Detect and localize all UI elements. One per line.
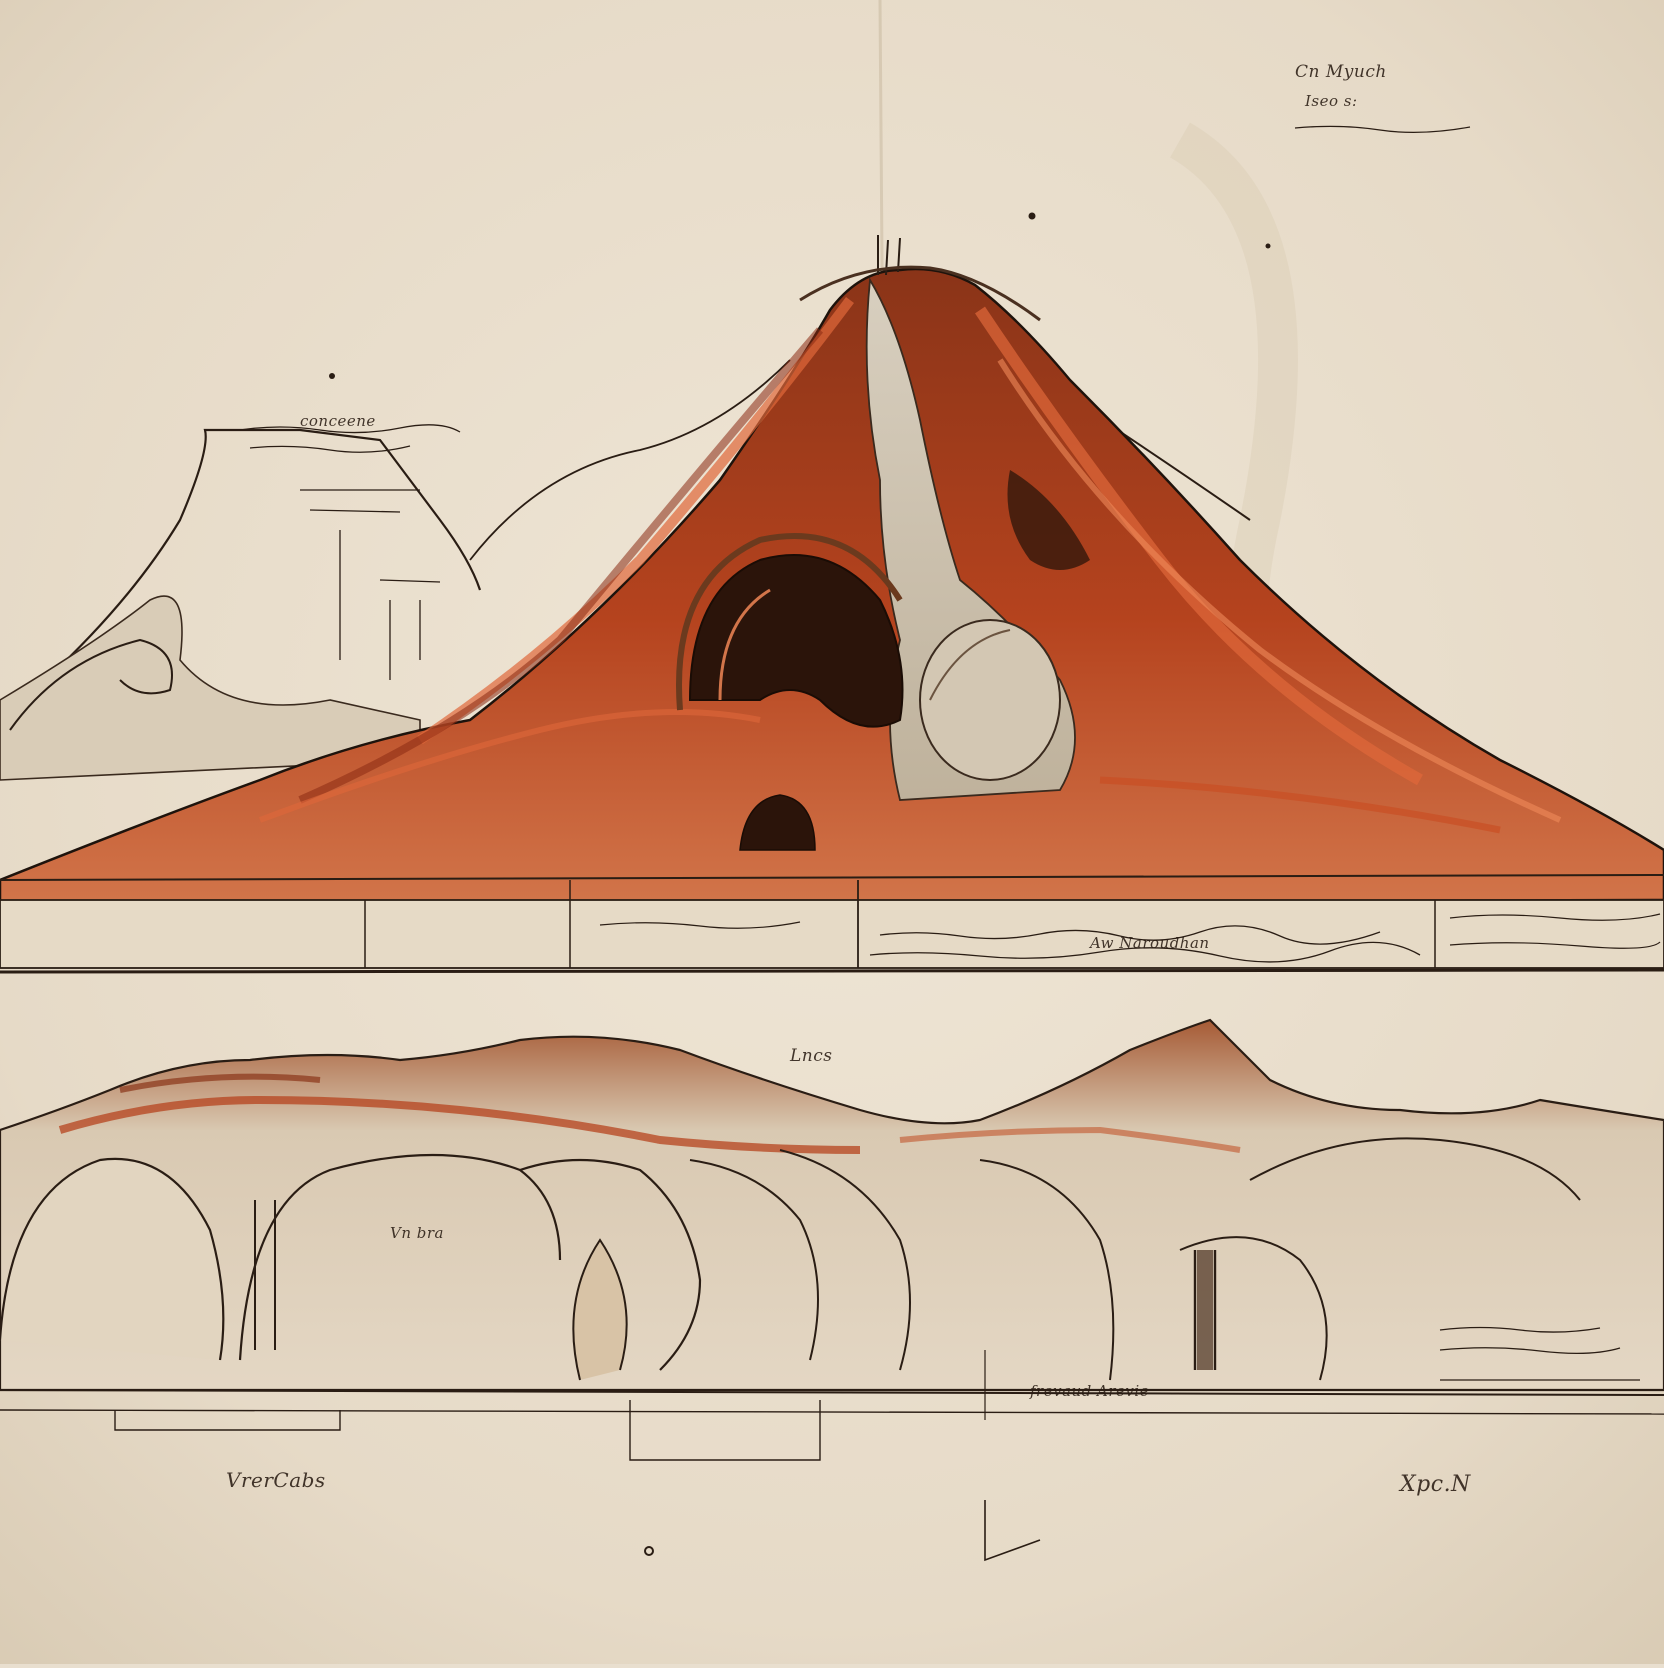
chamber-rim-inner (718, 588, 771, 701)
ink-dot (1265, 243, 1271, 249)
left-hill-outline (0, 428, 482, 721)
lava-streak (1099, 776, 1501, 834)
label-bottom-right: Xpc.N (1400, 1472, 1471, 1497)
label-lower-left: Vn bra (390, 1224, 444, 1242)
lower-section-top (0, 1018, 1664, 1392)
label-lower-right-caption: frevaud Arevie (1030, 1382, 1150, 1400)
label-top-right-1: Cn Myuch (1295, 62, 1387, 82)
strip-scribble (879, 925, 1381, 945)
lower-baseline (0, 1409, 1664, 1415)
lava-streak (298, 327, 824, 804)
arch (572, 1238, 628, 1381)
label-lower-mid: Lncs (790, 1046, 833, 1066)
left-rock-curl (9, 638, 173, 731)
small-cave (739, 794, 816, 851)
arch-pillar (254, 1200, 276, 1350)
top-right-scribble (1294, 125, 1471, 133)
arch (1179, 1236, 1328, 1381)
lower-lava-band (119, 1073, 321, 1093)
bracket (984, 1500, 1041, 1562)
bracket (114, 1410, 341, 1431)
label-strip-caption: Aw Naroudhan (1090, 934, 1210, 952)
lower-baseline (0, 1389, 1664, 1396)
arch (779, 1149, 911, 1371)
label-top-right-2: Iseo s: (1305, 92, 1358, 110)
ink-dot (329, 373, 335, 379)
strip-bottom (0, 968, 1664, 974)
strip-scribble (1449, 913, 1661, 921)
bracket (629, 1400, 821, 1461)
arch (1249, 1137, 1581, 1201)
summit-crust (799, 265, 1041, 322)
right-scribble (1439, 1347, 1621, 1355)
arch (0, 1157, 225, 1361)
left-hill-fill (0, 595, 421, 781)
chamber-rim (676, 533, 903, 711)
core-boulder (919, 619, 1061, 781)
lava-streak (258, 709, 761, 823)
dark-pillar (1197, 1250, 1213, 1370)
ink-dot (644, 1546, 654, 1556)
annotation-strip (0, 899, 1664, 969)
strip-scribble (869, 941, 1421, 963)
arch (979, 1159, 1115, 1381)
lower-lava-band (899, 1126, 1241, 1153)
label-bottom-left: VrerCabs (226, 1468, 326, 1492)
left-sketch-frame (300, 489, 441, 680)
strata-line (0, 874, 1664, 881)
arch (238, 1153, 562, 1361)
strip-scribble (599, 921, 801, 929)
label-left-caption: conceene (300, 412, 376, 430)
magma-chamber (688, 554, 904, 728)
core-boulder-shade (929, 629, 1011, 701)
strip-scribble (1449, 941, 1661, 949)
right-scribble (1439, 1326, 1601, 1333)
arch (519, 1158, 702, 1371)
ink-dot (1028, 212, 1036, 220)
lava-streak (997, 358, 1562, 823)
left-slope-outline (469, 359, 791, 561)
arch-pillar (1193, 1250, 1217, 1370)
left-sketch-scribble (239, 424, 461, 434)
dark-cavity-right (1007, 470, 1090, 570)
lower-lava-band (58, 1095, 861, 1154)
lava-streak (417, 296, 854, 745)
arch (689, 1159, 819, 1361)
left-sketch-scribble (249, 445, 411, 453)
